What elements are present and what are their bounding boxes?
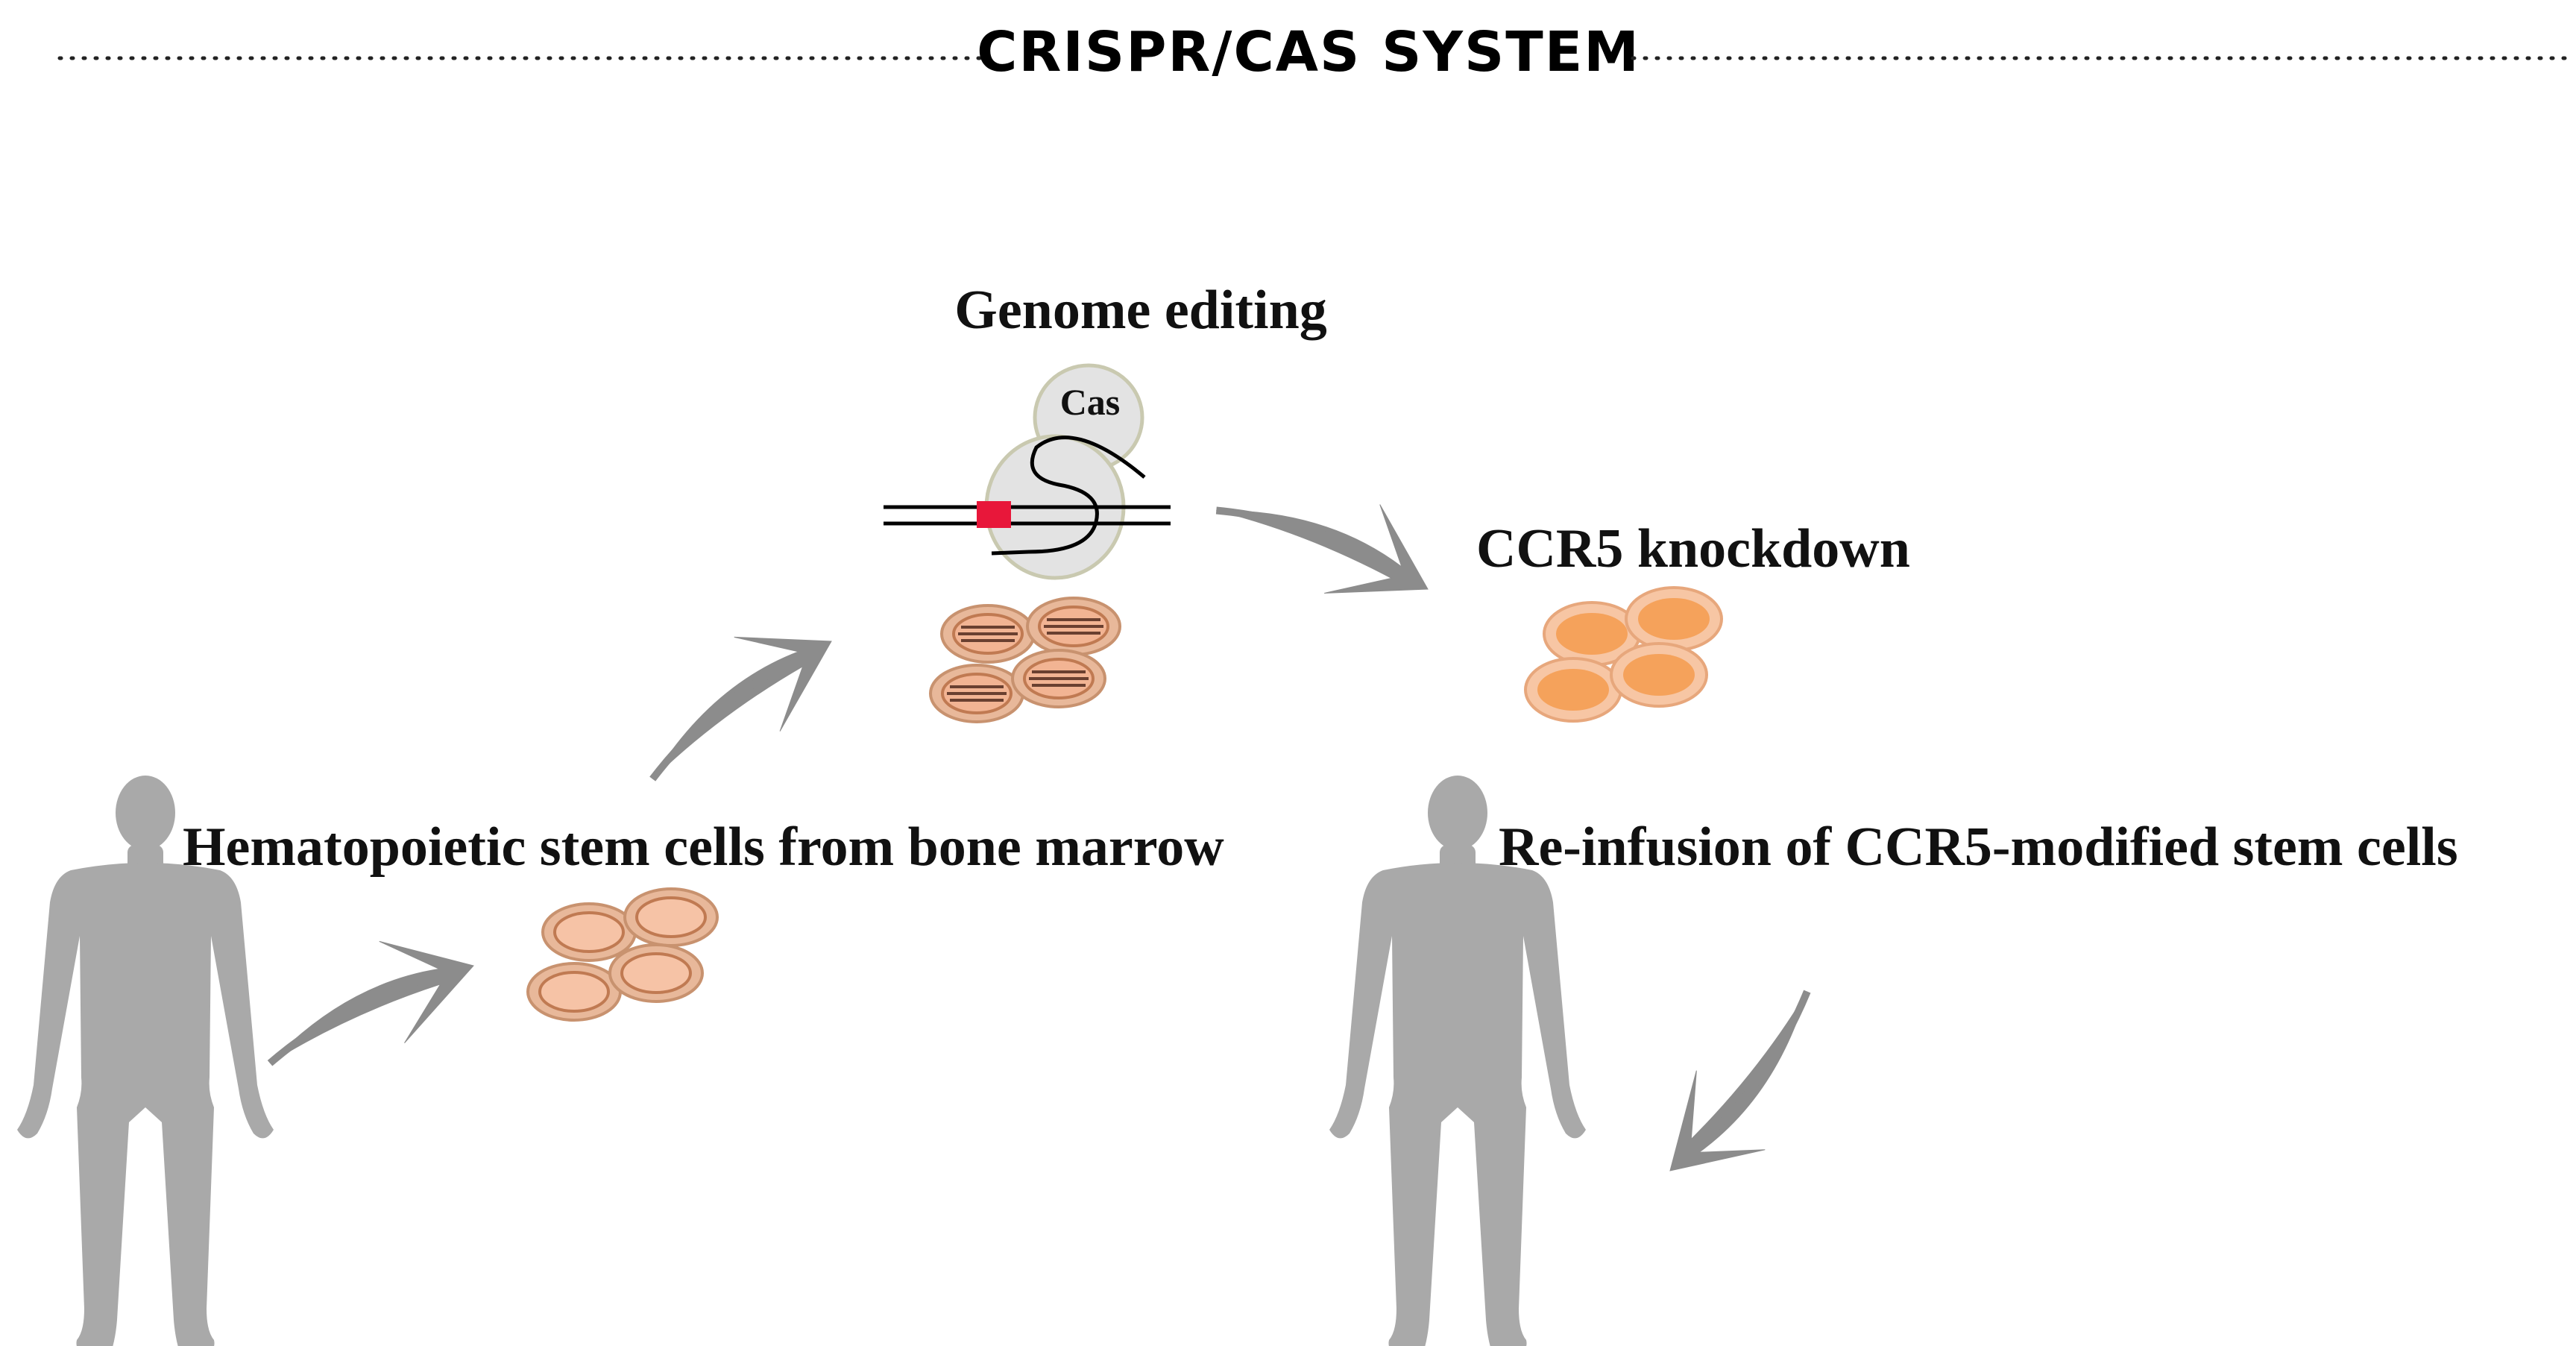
ccr5-knockdown-label: CCR5 knockdown — [1476, 518, 1910, 579]
curved-arrow-icon — [1206, 438, 1452, 635]
stem-cell-cluster-icon — [526, 887, 719, 1022]
target-site-marker — [977, 501, 1011, 528]
dna-strand-icon — [884, 501, 1171, 528]
stem-cell-cluster-icon — [929, 597, 1121, 723]
cas-label: Cas — [1060, 381, 1121, 423]
header-title: CRISPR/CAS SYSTEM — [977, 20, 1640, 84]
curved-arrow-icon — [1634, 975, 1865, 1207]
curved-arrow-icon — [611, 596, 857, 798]
genome-editing-label: Genome editing — [954, 280, 1326, 341]
cas-protein-icon: Cas — [984, 363, 1146, 580]
curved-arrow-icon — [245, 916, 490, 1084]
stem-cells-source-label: Hematopoietic stem cells from bone marro… — [183, 817, 1224, 878]
stem-cell-cluster-icon — [1524, 586, 1723, 723]
reinfusion-label: Re-infusion of CCR5-modified stem cells — [1499, 817, 2458, 878]
